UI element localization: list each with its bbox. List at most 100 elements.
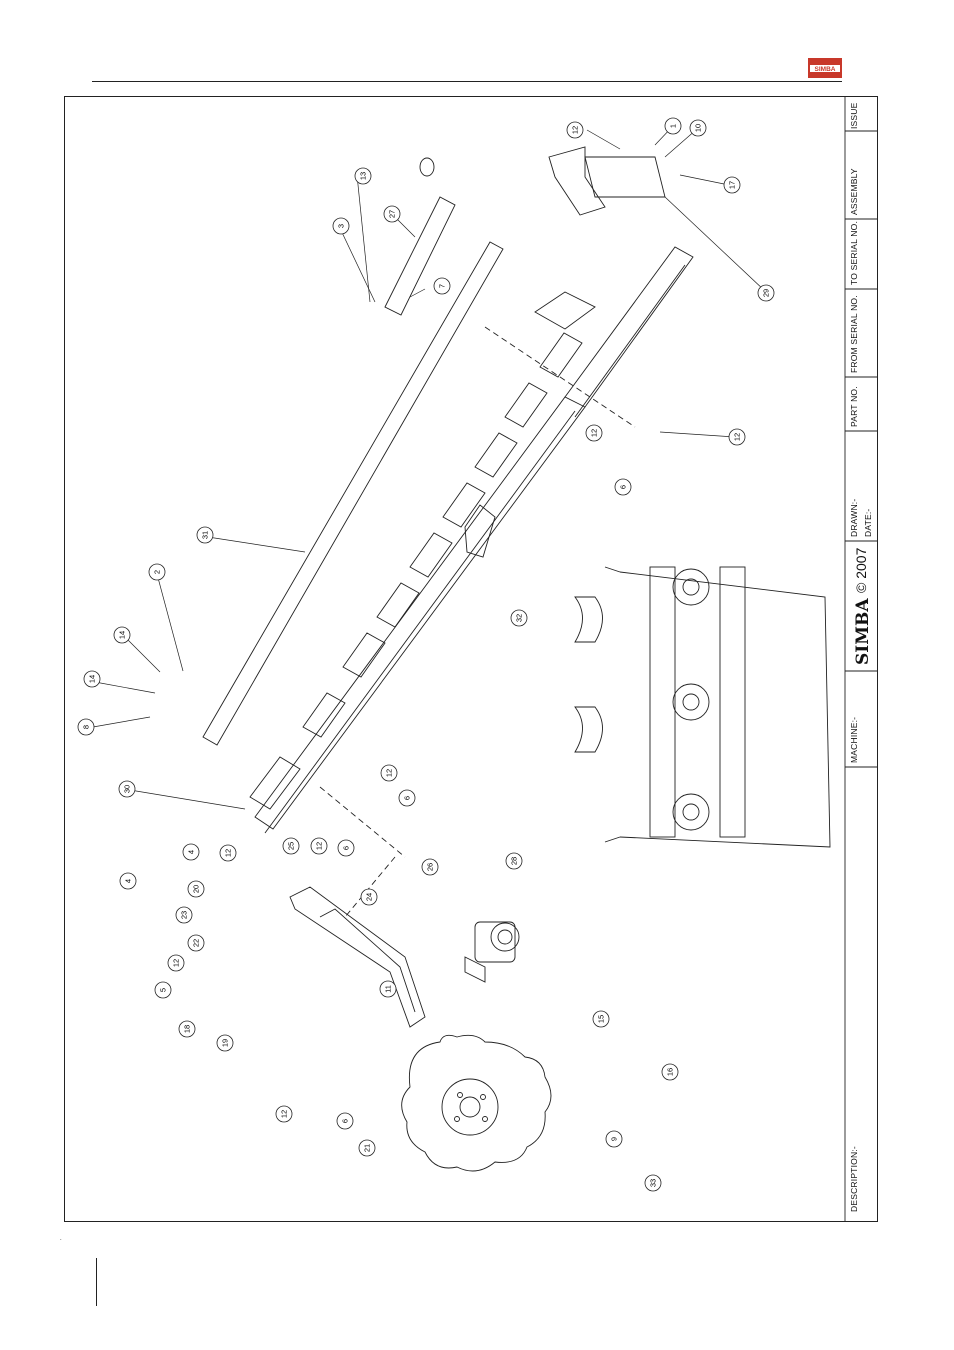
callout-number: 14 [88,675,97,683]
callout-12: 12 [729,429,745,445]
footer-rule [96,1258,97,1306]
callout-number: 14 [118,631,127,639]
callout-number: 31 [201,531,210,539]
callout-12: 12 [276,1106,292,1122]
callout-7: 7 [434,278,450,294]
callout-6: 6 [338,840,354,856]
callout-27: 27 [384,206,400,222]
callout-28: 28 [506,853,522,869]
callout-number: 9 [610,1137,619,1141]
callout-12: 12 [220,845,236,861]
callout-number: 20 [192,885,201,893]
callout-number: 5 [159,988,168,992]
callout-number: 8 [82,725,91,729]
copyright-text: © 2007 [853,548,869,593]
callout-26: 26 [422,859,438,875]
callout-number: 12 [315,842,324,850]
assembly-label: ASSEMBLY [849,168,859,215]
callout-30: 30 [119,781,135,797]
callout-19: 19 [217,1035,233,1051]
callout-number: 12 [224,849,233,857]
callout-number: 16 [666,1068,675,1076]
callout-10: 10 [690,120,706,136]
callout-22: 22 [188,935,204,951]
callout-number: 23 [180,911,189,919]
callout-8: 8 [78,719,94,735]
callout-1: 1 [665,118,681,134]
callout-number: 28 [510,857,519,865]
callout-number: 3 [337,224,346,228]
callout-number: 4 [187,850,196,854]
to-serial-label: TO SERIAL NO. [849,221,859,285]
callout-23: 23 [176,907,192,923]
callout-number: 25 [287,842,296,850]
date-label: DATE:- [863,509,873,537]
callout-number: 6 [619,485,628,489]
callout-12: 12 [586,425,602,441]
callout-9: 9 [606,1131,622,1147]
callout-14: 14 [114,627,130,643]
callout-number: 17 [728,181,737,189]
callout-number: 6 [403,796,412,800]
page-mark: . [60,1236,62,1242]
callout-number: 4 [124,879,133,883]
callout-number: 6 [341,1119,350,1123]
callout-number: 13 [359,172,368,180]
callout-number: 19 [221,1039,230,1047]
drawn-label: DRAWN:- [849,499,859,537]
callout-number: 12 [280,1110,289,1118]
callout-number: 21 [363,1144,372,1152]
callout-32: 32 [511,610,527,626]
callout-number: 1 [669,124,678,128]
callout-number: 12 [571,126,580,134]
callout-number: 33 [649,1179,658,1187]
callout-number: 12 [385,769,394,777]
callout-12: 12 [311,838,327,854]
callout-33: 33 [645,1175,661,1191]
callout-3: 3 [333,218,349,234]
callout-17: 17 [724,177,740,193]
callout-4: 4 [183,844,199,860]
callout-11: 11 [380,981,396,997]
callout-15: 15 [593,1011,609,1027]
callout-6: 6 [399,790,415,806]
callout-number: 6 [342,846,351,850]
callout-number: 15 [597,1015,606,1023]
callout-5: 5 [155,982,171,998]
logo-text: SIMBA [815,66,836,73]
issue-label: ISSUE [849,102,859,129]
callout-18: 18 [179,1021,195,1037]
callout-4: 4 [120,873,136,889]
callout-number: 27 [388,210,397,218]
callout-number: 32 [515,614,524,622]
callout-number: 24 [365,893,374,901]
callout-12: 12 [567,122,583,138]
callout-number: 30 [123,785,132,793]
callout-6: 6 [337,1113,353,1129]
callout-number: 29 [762,289,771,297]
callout-number: 12 [172,959,181,967]
callout-13: 13 [355,168,371,184]
callout-2: 2 [149,564,165,580]
callout-12: 12 [381,765,397,781]
description-label: DESCRIPTION:- [849,1146,859,1212]
header-rule [92,81,842,82]
simba-logo: SIMBA [808,58,842,78]
callout-number: 12 [590,429,599,437]
callout-12: 12 [168,955,184,971]
callout-24: 24 [361,889,377,905]
part-no-label: PART NO. [849,386,859,427]
callout-number: 26 [426,863,435,871]
from-serial-label: FROM SERIAL NO. [849,295,859,373]
callout-16: 16 [662,1064,678,1080]
callout-number: 11 [384,985,393,993]
callout-29: 29 [758,285,774,301]
callout-20: 20 [188,881,204,897]
simba-brand-mark: SIMBA [853,598,873,665]
callout-number: 10 [694,124,703,132]
callout-number: 22 [192,939,201,947]
callout-number: 7 [438,284,447,288]
callout-31: 31 [197,527,213,543]
callout-number: 18 [183,1025,192,1033]
